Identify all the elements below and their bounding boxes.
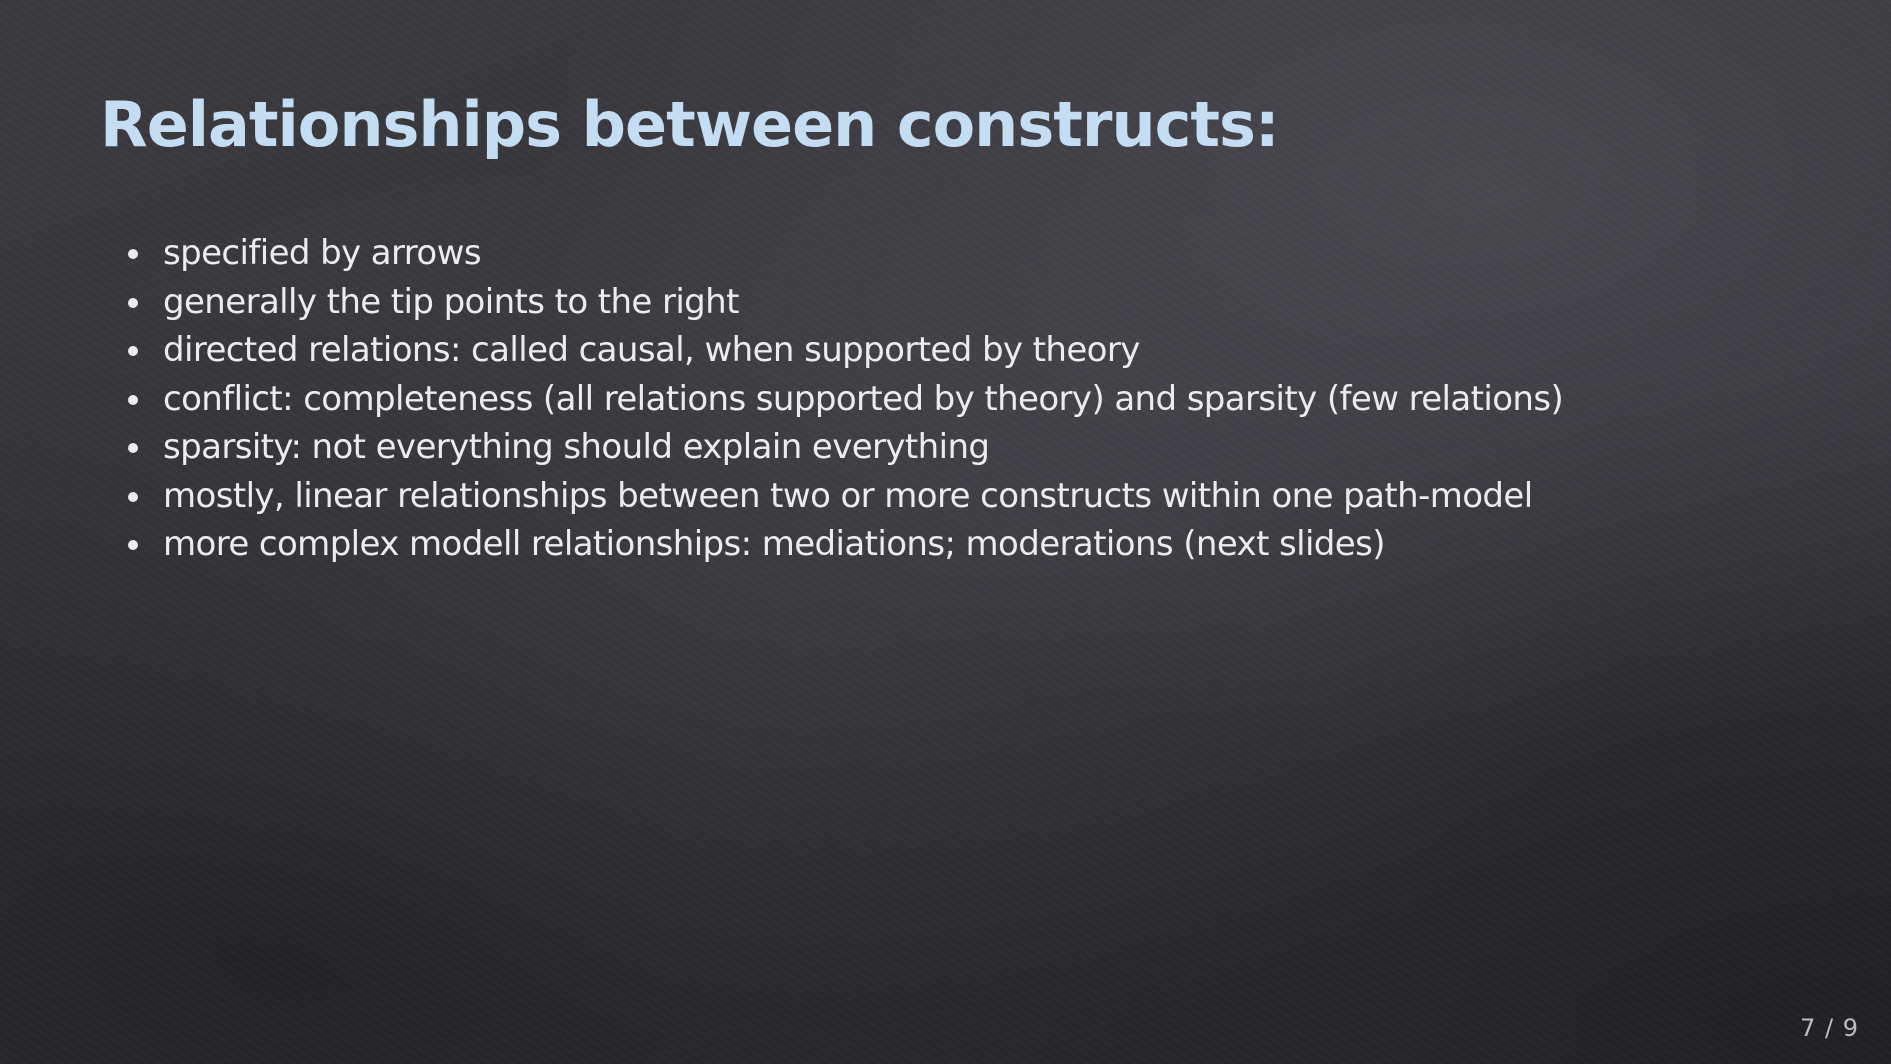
bullet-icon (128, 540, 138, 550)
bullet-icon (128, 443, 138, 453)
page-number: 7 / 9 (1800, 1014, 1859, 1042)
slide-title: Relationships between constructs: (100, 88, 1280, 161)
bullet-list: specified by arrows generally the tip po… (126, 229, 1564, 569)
list-item: generally the tip points to the right (126, 278, 1563, 327)
bullet-icon (128, 297, 138, 308)
list-item: conflict: completeness (all relations su… (126, 375, 1564, 424)
bullet-icon (128, 491, 138, 502)
list-item: directed relations: called causal, when … (126, 326, 1563, 375)
list-item: more complex modell relationships: media… (126, 520, 1563, 569)
list-item-text: sparsity: not everything should explain … (163, 427, 990, 467)
list-item: mostly, linear relationships between two… (126, 472, 1563, 521)
bullet-icon (128, 346, 138, 356)
list-item: sparsity: not everything should explain … (126, 423, 1563, 472)
list-item-text: generally the tip points to the right (163, 281, 739, 322)
list-item-text: mostly, linear relationships between two… (163, 475, 1533, 516)
list-item-text: more complex modell relationships: media… (163, 524, 1385, 564)
list-item: specified by arrows (126, 229, 1563, 278)
bullet-icon (128, 249, 138, 259)
list-item-text: conflict: completeness (all relations su… (163, 378, 1564, 419)
bullet-icon (128, 394, 138, 405)
list-item-text: directed relations: called causal, when … (163, 330, 1140, 370)
list-item-text: specified by arrows (163, 233, 482, 273)
